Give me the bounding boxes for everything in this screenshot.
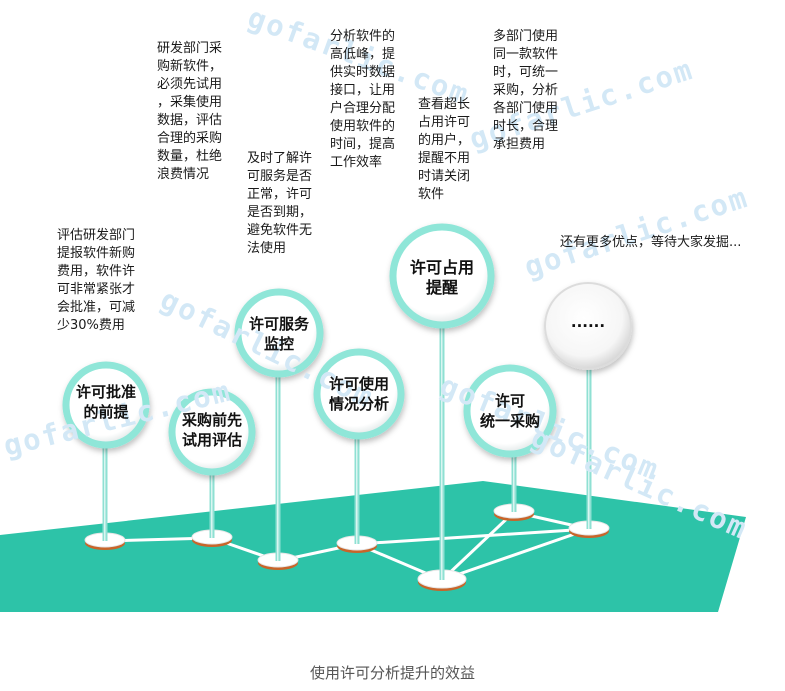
node-circle-occupy <box>389 223 495 329</box>
node-desc-occupy: 查看超长 占用许可 的用户， 提醒不用 时请关闭 软件 <box>418 97 471 202</box>
node-circle-more <box>544 282 632 370</box>
node-desc-usage: 分析软件的 高低峰，提 供实时数据 接口，让用 户合理分配 使用软件的 时间，提… <box>330 29 396 170</box>
node-pole-shine-more <box>588 326 590 529</box>
node-pole-shine-approval <box>104 405 106 541</box>
link-occupy-more <box>441 527 590 582</box>
node-pole-shine-trial <box>211 432 213 538</box>
node-label-usage: 许可使用 情况分析 <box>328 375 389 413</box>
node-pole-shine-service <box>277 333 279 561</box>
node-label-unified: 许可 统一采购 <box>479 392 540 430</box>
node-desc-approval: 评估研发部门 提报软件新购 费用，软件许 可非常紧张才 会批准，可减 少30%费… <box>57 228 136 333</box>
node-circle-usage <box>313 348 405 440</box>
node-desc-unified: 多部门使用 同一款软件 时，可统一 采购，分析 各部门使用 时长，合理 承担费用 <box>493 29 559 152</box>
node-label-approval: 许可批准 的前提 <box>75 383 136 421</box>
node-desc-trial: 研发部门采 购新软件， 必须先试用 ，采集使用 数据，评估 合理的采购 数量，杜… <box>157 41 223 182</box>
link-usage-more <box>356 527 590 546</box>
node-circle-trial <box>168 388 256 476</box>
node-desc-service: 及时了解许 可服务是否 正常，许可 是否到期， 避免软件无 法使用 <box>247 151 313 256</box>
node-pole-shine-unified <box>513 411 515 512</box>
node-circle-unified <box>463 364 557 458</box>
diagram-caption: 使用许可分析提升的效益 <box>309 664 475 682</box>
extra-note: 还有更多优点，等待大家发掘... <box>560 235 742 250</box>
node-circle-approval <box>62 361 150 449</box>
node-label-more: ...... <box>570 313 606 331</box>
node-label-trial: 采购前先 试用评估 <box>181 411 242 449</box>
node-pole-shine-occupy <box>441 276 443 580</box>
node-pole-shine-usage <box>356 394 358 544</box>
node-circle-service <box>234 288 324 378</box>
node-label-service: 许可服务 监控 <box>248 315 309 353</box>
node-label-occupy: 许可占用 提醒 <box>409 258 474 297</box>
link-occupy-unified <box>440 510 516 582</box>
